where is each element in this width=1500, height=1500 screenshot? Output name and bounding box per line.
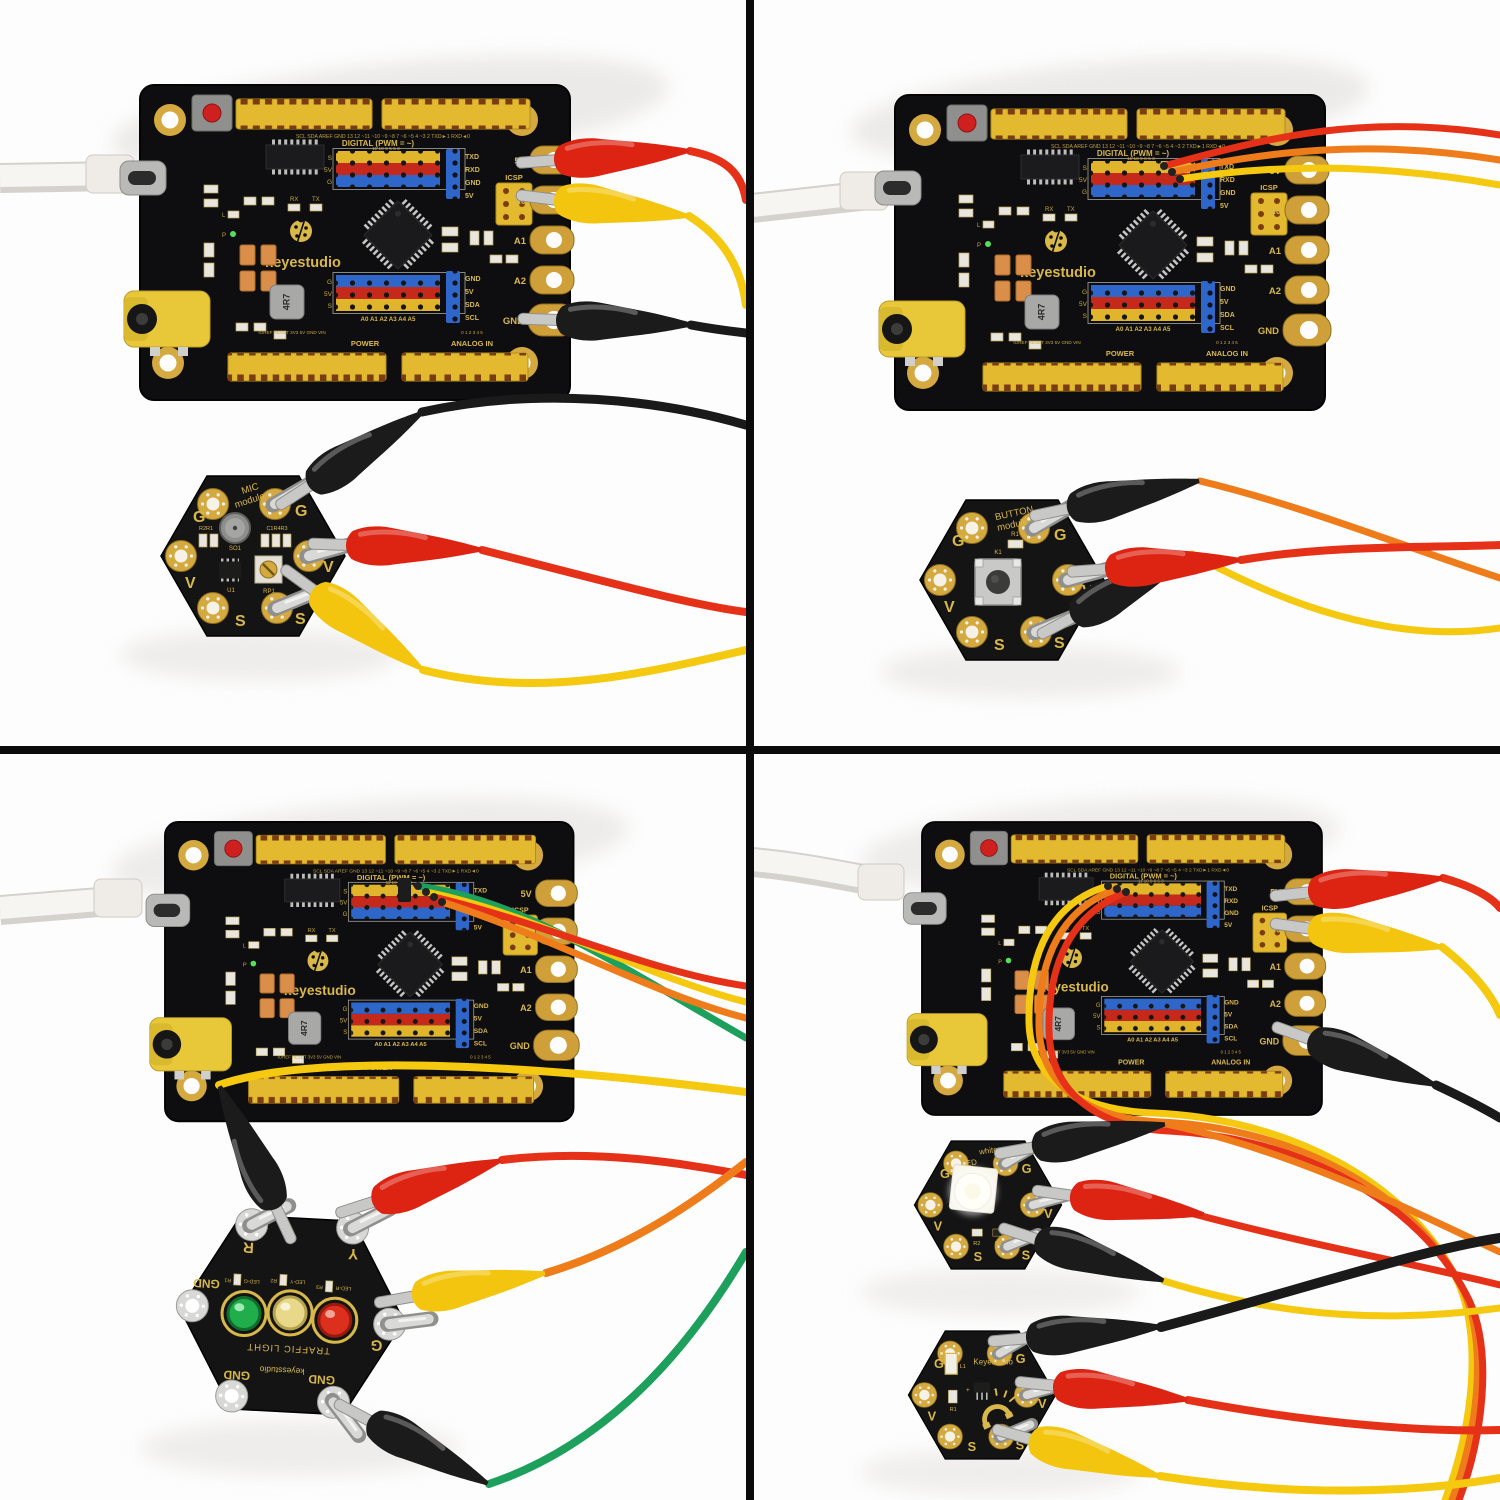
wire-red <box>430 893 746 990</box>
hookup-wires <box>417 147 746 688</box>
mic-module-name: MIC <box>240 481 260 497</box>
green-led <box>220 1289 268 1337</box>
c1r4r3-label: C1R4R3 <box>266 526 287 532</box>
wire-red-ledv <box>1190 1210 1500 1289</box>
controller-board <box>903 822 1327 1115</box>
pad-label-gnd-bc: GND <box>308 1372 336 1387</box>
red-led <box>311 1296 359 1344</box>
panel-top-left-mic: MIC module SO1 R2R1 C1R4R3 U1 RP1 <box>0 55 746 688</box>
pad-label-g: G <box>370 1336 383 1354</box>
pad-label-y: Y <box>348 1245 359 1263</box>
wire-orange <box>1035 885 1481 1500</box>
wire-orange <box>1168 145 1500 176</box>
traffic-light-module: R Y G GND GND GND TRAFFIC LIGHT keyesstu… <box>175 1198 437 1443</box>
svg-text:+: + <box>966 1387 970 1394</box>
jumper-cap <box>398 878 411 902</box>
wire-yellow <box>1025 882 1476 1500</box>
u1-label: U1 <box>227 588 235 594</box>
wire-black-gnd <box>1431 1080 1500 1123</box>
button-module: BUTTON module R1 K1 <box>920 500 1108 660</box>
wire-green-gnd <box>485 1248 746 1488</box>
wire-orange <box>438 898 746 1022</box>
module-wires <box>215 1061 746 1488</box>
led-r-label: LED-R <box>335 1284 351 1291</box>
wire-yellow-s <box>1188 550 1500 636</box>
led-r2-label: R2 <box>973 1241 980 1247</box>
led-q1-label: Q1 <box>995 1241 1002 1247</box>
tact-switch <box>974 558 1022 606</box>
wire-yellow-leds <box>1160 1277 1500 1320</box>
traffic-r1: R1 <box>224 1276 231 1282</box>
yellow-led <box>266 1289 314 1337</box>
controller-board <box>146 822 579 1121</box>
wire-orange-g <box>1196 477 1500 582</box>
white-led-name2: LED <box>961 1158 978 1169</box>
traffic-r2: R2 <box>270 1277 277 1283</box>
pad-label-r: R <box>242 1238 254 1256</box>
hall-brand: Keyestudio <box>973 1358 1013 1367</box>
trimpot-rp1 <box>254 555 283 584</box>
wire-red <box>686 147 746 204</box>
led-g-label: LED-G <box>244 1277 260 1284</box>
button-k1-label: K1 <box>994 550 1002 556</box>
wire-orange-g <box>542 1158 746 1277</box>
module-wires <box>1156 1120 1500 1495</box>
hall-sensor-module: L1 Keyestudio + − R1 <box>908 1331 1059 1459</box>
wire-black <box>686 320 746 338</box>
wire-yellow-module <box>419 646 746 688</box>
mic-module: MIC module SO1 R2R1 C1R4R3 U1 RP1 <box>161 476 349 636</box>
jumper-wires <box>398 878 746 1042</box>
wire-red-hallv <box>1184 1396 1500 1435</box>
wire-red-y <box>498 1151 746 1179</box>
wire-black-hallg <box>1156 1233 1500 1332</box>
microphone <box>219 512 251 544</box>
usb-cable <box>0 878 143 925</box>
wire-red-v <box>1237 541 1500 564</box>
wire-red-module <box>478 546 746 616</box>
wire-yellow-r <box>215 1061 746 1096</box>
wire-yellow-a0 <box>1438 943 1500 1019</box>
pad-label-gnd-bl: GND <box>223 1367 251 1382</box>
panel-bottom-right-led-hall: white LED R2 Q1 L1 Keyestudio + − R1 <box>754 797 1500 1500</box>
traffic-brand: keyesstudio <box>259 1364 305 1376</box>
panel-bottom-left-traffic-light: R Y G GND GND GND TRAFFIC LIGHT keyesstu… <box>0 797 746 1500</box>
board-wires <box>1431 874 1500 1123</box>
button-r1-label: R1 <box>1011 532 1019 538</box>
white-led-name: white <box>978 1145 999 1157</box>
led-y-label: LED-Y <box>289 1278 305 1285</box>
panel-top-right-button: BUTTON module R1 K1 <box>754 57 1500 698</box>
rp1-label: RP1 <box>263 589 275 595</box>
jumper-wires <box>1160 122 1500 189</box>
hall-r1-label: R1 <box>950 1407 957 1413</box>
so1-label: SO1 <box>229 546 242 552</box>
wire-orange-ledg <box>1162 1120 1500 1256</box>
traffic-r3: R3 <box>316 1283 323 1289</box>
wire-yellow <box>685 212 746 309</box>
r2r1-label: R2R1 <box>199 526 213 532</box>
wire-red <box>1160 122 1500 170</box>
hall-l1-label: L1 <box>960 1364 966 1370</box>
magnet-icon <box>982 1388 1016 1430</box>
white-led-module: white LED R2 Q1 <box>914 1141 1065 1269</box>
module-wires <box>1188 477 1500 636</box>
opamp-u1 <box>219 558 241 582</box>
wire-yellow-halls <box>1156 1472 1500 1495</box>
pad-label-gnd-left: GND <box>193 1276 221 1291</box>
controller-board <box>120 85 576 400</box>
usb-cable <box>754 847 905 901</box>
wire-yellow <box>1176 164 1500 189</box>
grid-divider-horizontal <box>0 746 1500 754</box>
l1-component <box>944 1352 958 1375</box>
wire-red-5v <box>1439 874 1500 912</box>
white-led <box>948 1164 999 1216</box>
traffic-title: TRAFFIC LIGHT <box>246 1341 330 1356</box>
wire-black-module <box>417 393 746 430</box>
